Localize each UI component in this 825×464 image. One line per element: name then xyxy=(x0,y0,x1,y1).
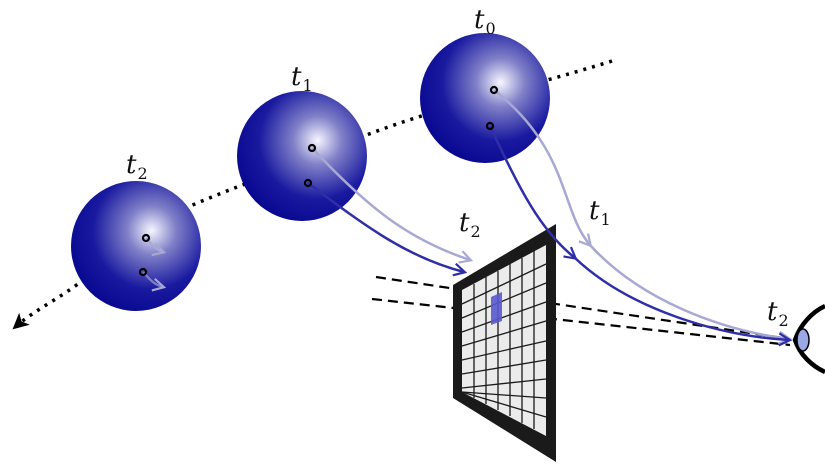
pixel-grid xyxy=(461,251,547,429)
ray-t0-dark xyxy=(488,125,575,258)
ray-t0-light xyxy=(493,89,590,245)
ray-label-t1: t1 xyxy=(589,196,611,229)
pixel-ray-upper xyxy=(375,275,791,341)
pixel-ray-lower xyxy=(371,297,791,347)
eye-label-t2: t2 xyxy=(767,297,789,330)
sphere-t0 xyxy=(420,33,550,163)
ray-t1-dark xyxy=(307,182,464,272)
sphere-t1 xyxy=(237,91,367,221)
ray-t1-light xyxy=(311,147,470,260)
surface-points xyxy=(138,85,499,277)
image-plane-screen xyxy=(453,224,556,462)
sphere-t2 xyxy=(71,181,201,311)
ray-t0-light-to-eye xyxy=(589,244,789,339)
ray-t0-dark-to-eye xyxy=(574,257,789,340)
label-t2: t2 xyxy=(126,150,148,183)
highlight-pixel xyxy=(491,292,502,325)
ray-label-t2: t2 xyxy=(459,208,481,241)
eye-icon xyxy=(792,303,825,375)
label-t0: t0 xyxy=(474,5,496,38)
label-t1: t1 xyxy=(291,62,313,95)
